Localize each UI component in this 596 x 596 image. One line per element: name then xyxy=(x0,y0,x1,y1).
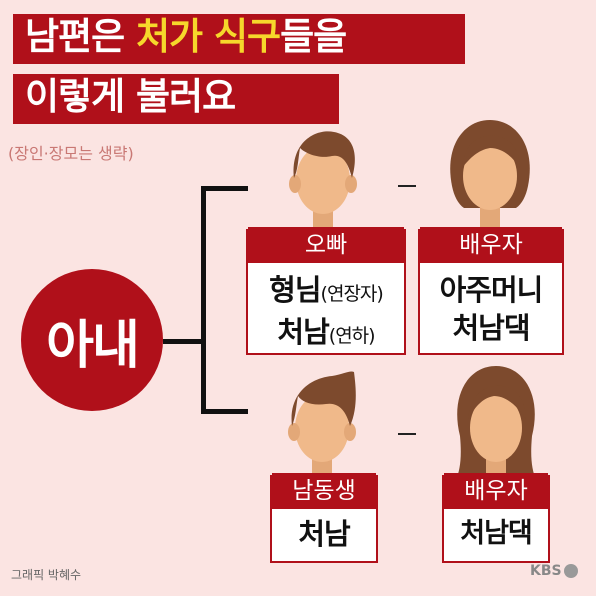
kbs-logo: KBS xyxy=(530,563,578,579)
card-header-spouse-top: 배우자 xyxy=(420,227,562,263)
card-body: 처남 xyxy=(272,513,376,555)
spouse-dash-bottom xyxy=(398,433,416,435)
female-long-hair-icon xyxy=(456,366,536,484)
title-line-2: 이렇게 불러요 xyxy=(13,74,339,124)
connector-vertical xyxy=(201,186,206,414)
connector-horizontal xyxy=(163,339,205,344)
kbs-logo-icon xyxy=(563,564,578,578)
male-head-icon xyxy=(289,131,357,228)
spouse-dash-top xyxy=(398,185,416,187)
subtitle: (장인·장모는 생략) xyxy=(8,144,134,163)
title-text-c: 들을 xyxy=(280,15,347,58)
term-cheonamdaek: 처남댁 xyxy=(460,518,533,549)
term-cheonam: 처남 xyxy=(277,315,329,349)
title-highlight: 처가 식구 xyxy=(136,15,281,58)
term-note: (연하) xyxy=(328,325,376,347)
card-body: 아주머니 처남댁 xyxy=(420,271,562,347)
term-cheonam: 처남 xyxy=(298,517,350,551)
female-head-icon xyxy=(450,120,530,230)
kbs-logo-text: KBS xyxy=(530,563,562,579)
wife-label: 아내 xyxy=(46,315,140,376)
term-cheonamdaek: 처남댁 xyxy=(452,311,530,345)
card-body: 처남댁 xyxy=(444,513,548,555)
card-body: 형님(연장자) 처남(연하) xyxy=(248,271,404,355)
wife-circle: 아내 xyxy=(21,269,163,411)
card-header-younger-brother: 남동생 xyxy=(272,473,376,509)
male-head-icon xyxy=(288,371,356,478)
title-text-a: 남편은 xyxy=(25,15,137,58)
term-ajumeoni: 아주머니 xyxy=(439,273,544,307)
connector-top-branch xyxy=(201,186,248,191)
card-header-spouse-bottom: 배우자 xyxy=(444,473,548,509)
term-hyungnim: 형님 xyxy=(269,273,321,307)
card-header-older-brother: 오빠 xyxy=(248,227,404,263)
connector-bottom-branch xyxy=(201,409,248,414)
term-note: (연장자) xyxy=(320,283,384,305)
graphic-credit: 그래픽 박혜수 xyxy=(11,568,82,582)
title-line-1: 남편은 처가 식구들을 xyxy=(13,14,465,64)
